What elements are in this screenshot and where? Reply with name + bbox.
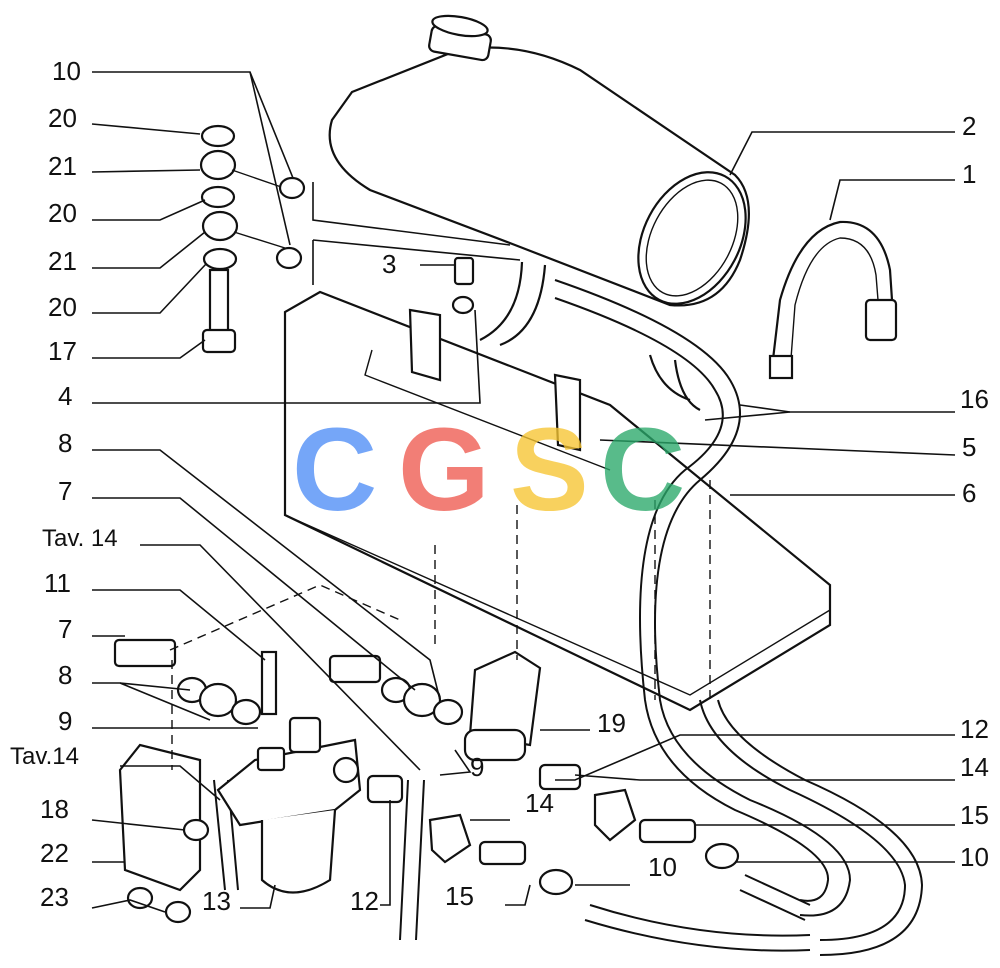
label-15: 15 [445,881,474,911]
fuel-tank [328,14,750,307]
tank-strap [768,220,898,380]
label-21: 21 [48,246,77,276]
label-22: 22 [40,838,69,868]
label-20: 20 [48,198,77,228]
label-2: 2 [962,111,976,141]
watermark-letter-g: G [398,404,490,536]
labels-right: 2 1 16 5 6 12 14 15 10 [960,111,989,872]
label-10: 10 [960,842,989,872]
label-13: 13 [202,886,231,916]
label-15: 15 [960,800,989,830]
label-17: 17 [48,336,77,366]
fuel-filter-assembly [113,638,464,924]
label-4: 4 [58,381,72,411]
label-8: 8 [58,428,72,458]
watermark-letter-c2: C [600,404,685,536]
assembly-lines [169,480,711,770]
label-5: 5 [962,432,976,462]
banjo-fittings-left [199,124,306,354]
labels-center: 3 19 9 14 12 15 13 10 [202,249,677,916]
label-10: 10 [648,852,677,882]
label-20: 20 [48,103,77,133]
label-7: 7 [58,614,72,644]
label-6: 6 [962,478,976,508]
label-16: 16 [960,384,989,414]
label-12: 12 [350,886,379,916]
label-11: 11 [44,568,71,598]
watermark: C G S C [292,404,685,536]
label-10: 10 [52,56,81,86]
label-19: 19 [597,708,626,738]
labels-left: 10 20 21 20 21 20 17 4 8 7 Tav. 14 11 7 … [10,56,118,912]
label-3: 3 [382,249,396,279]
label-9: 9 [58,706,72,736]
tank-tray [283,261,832,712]
label-23: 23 [40,882,69,912]
label-21: 21 [48,151,77,181]
label-tav-14: Tav.14 [10,743,79,770]
watermark-letter-s: S [510,404,589,536]
label-14: 14 [960,752,989,782]
leader-lines [91,71,956,913]
label-20: 20 [48,292,77,322]
label-tav-14: Tav. 14 [42,525,118,552]
label-1: 1 [962,159,976,189]
label-9: 9 [470,752,484,782]
watermark-letter-c1: C [292,404,377,536]
label-12: 12 [960,714,989,744]
bracket-and-taps [366,256,740,896]
label-8: 8 [58,660,72,690]
label-7: 7 [58,476,72,506]
label-18: 18 [40,794,69,824]
label-14: 14 [525,788,554,818]
